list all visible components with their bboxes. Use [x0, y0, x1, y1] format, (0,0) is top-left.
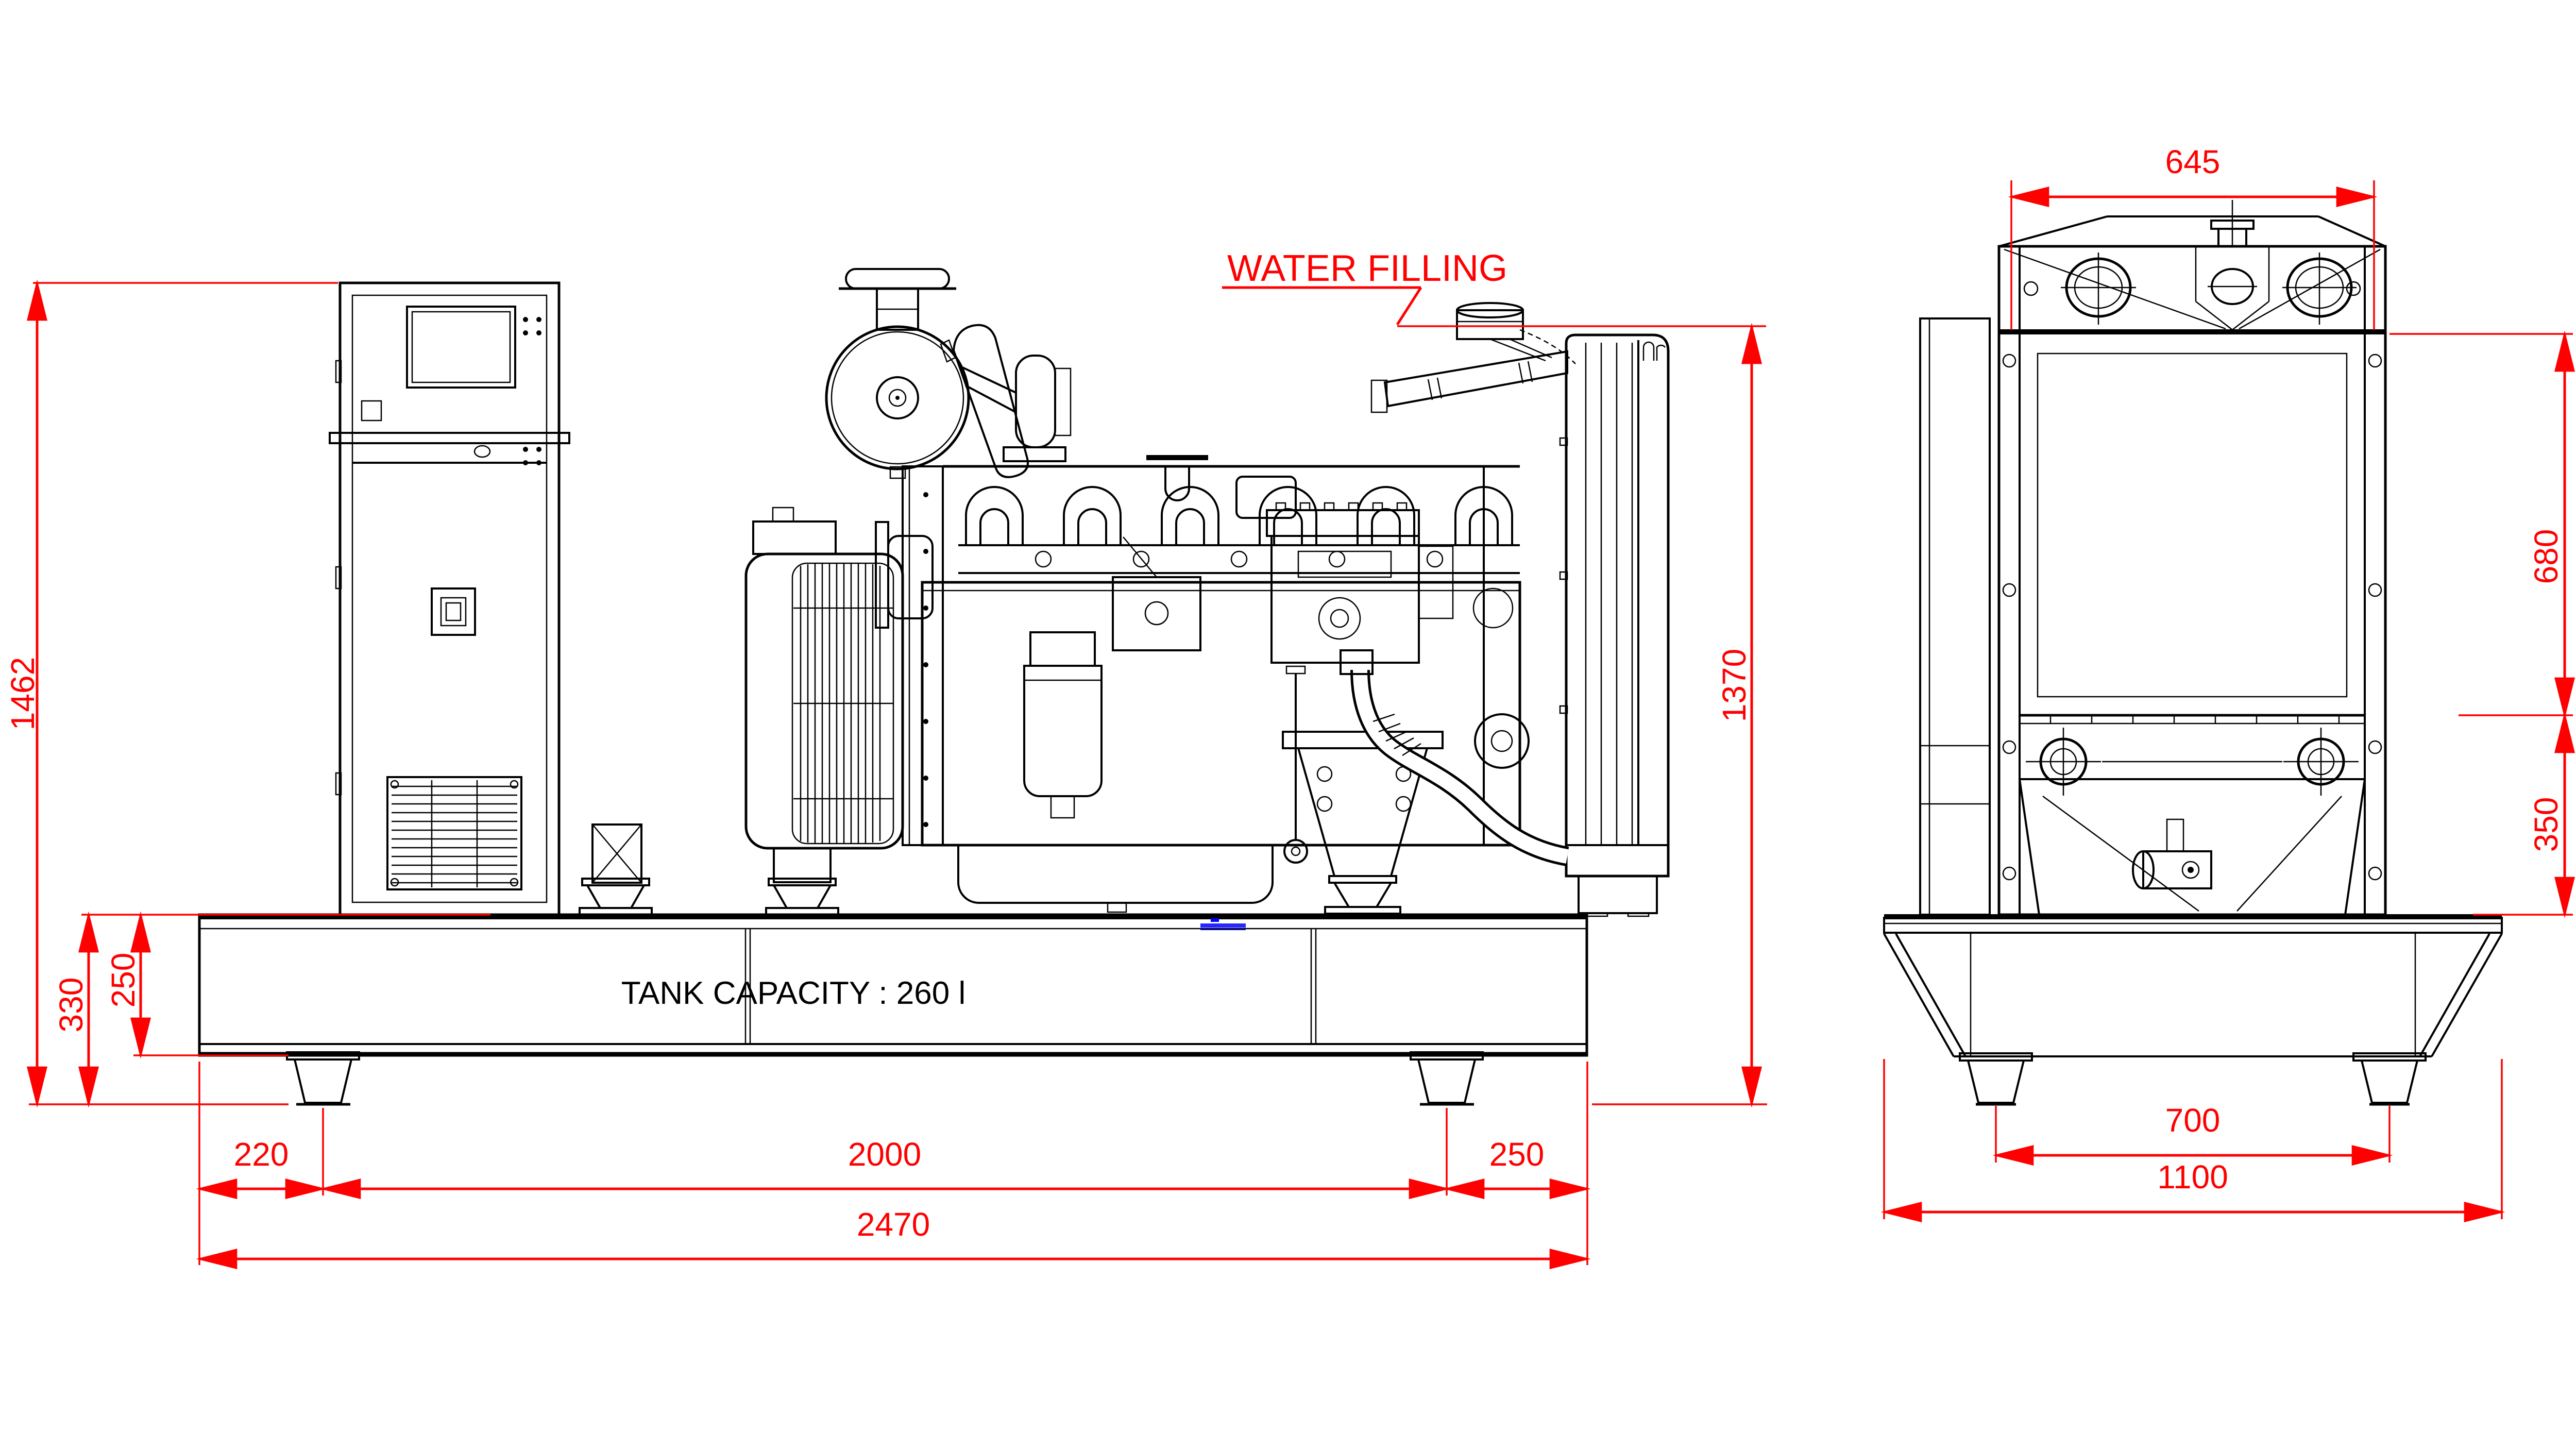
end-view [1883, 200, 2503, 1106]
fan-opening-left [2061, 253, 2136, 325]
engine-silhouette [1919, 317, 1991, 916]
air-cleaner [825, 268, 1016, 479]
watermark-illegible [1200, 918, 1246, 930]
terminal-box [752, 520, 837, 555]
lower-hose [1340, 649, 1569, 866]
dim-overall-width: 1100 [1880, 1059, 2505, 1222]
dim-tank-height: 250 [105, 911, 289, 1059]
door-handle [431, 587, 476, 636]
dim-overall-length: 2470 [196, 1206, 1591, 1269]
radiator-side [1340, 302, 1670, 917]
water-filling-label: WATER FILLING [1227, 248, 1507, 289]
vibration-mount-front [585, 884, 646, 909]
dim-label-645: 645 [2165, 143, 2221, 180]
dim-radiator-width: 645 [2008, 143, 2378, 330]
dim-lower-stand: 350 [2473, 712, 2575, 918]
base-end-view [1883, 914, 2503, 1106]
vibration-mount-alternator [772, 884, 833, 909]
alternator-grille [793, 563, 893, 844]
dim-end-feet-spacing: 700 [1992, 1102, 2393, 1166]
fan-opening-right [2282, 253, 2357, 325]
exhaust-pipe [952, 324, 1029, 478]
dim-overall-height: 1462 [4, 279, 338, 1108]
filler-neck-front [2195, 247, 2270, 330]
dim-label-1370: 1370 [1716, 649, 1753, 722]
base-fuel-tank: TANK CAPACITY : 260 l [198, 913, 1588, 1106]
right-foot [1410, 1051, 1484, 1106]
panel-display [406, 306, 516, 389]
dim-radiator-height: 1370 [1397, 323, 1767, 1108]
mount-hub-left [2026, 728, 2101, 796]
panel-bolts [523, 317, 541, 465]
dim-label-330: 330 [53, 978, 90, 1033]
dim-label-1100: 1100 [2157, 1158, 2228, 1196]
dim-core-height: 680 [2389, 330, 2575, 719]
side-view: TANK CAPACITY : 260 l [198, 268, 1670, 1106]
injection-pump [1266, 502, 1454, 664]
water-filler-cap [1456, 302, 1576, 364]
mount-hub-right [2283, 728, 2359, 796]
dim-label-220: 220 [234, 1136, 289, 1173]
dim-label-250-right: 250 [1489, 1136, 1545, 1173]
engine [875, 455, 1530, 915]
dim-label-250-left: 250 [105, 953, 142, 1008]
water-filling-note: WATER FILLING [1222, 248, 1507, 326]
rain-cap [845, 268, 950, 290]
fuel-filter [1023, 631, 1103, 819]
left-foot [286, 1051, 360, 1106]
end-left-foot [1959, 1052, 2033, 1106]
vibration-mount-engine [1332, 882, 1393, 908]
alternator [579, 507, 904, 916]
dimensions: 1462 330 250 220 2000 250 [4, 143, 2575, 1269]
panel-button [361, 400, 382, 422]
radiator-frame [1997, 200, 2387, 916]
louver-grille [386, 776, 522, 890]
drain-fitting [2132, 818, 2212, 889]
dipstick [1283, 665, 1308, 864]
dim-base-height: 330 [53, 911, 490, 1108]
exhaust-manifold [958, 486, 1520, 574]
dim-label-2470: 2470 [857, 1206, 930, 1243]
turbocharger [940, 324, 1072, 478]
dim-label-700: 700 [2165, 1102, 2221, 1139]
end-right-foot [2352, 1052, 2427, 1106]
dim-label-2000: 2000 [848, 1136, 921, 1173]
control-panel-cabinet [329, 281, 570, 916]
dim-label-1462: 1462 [4, 657, 41, 730]
dim-label-350: 350 [2528, 797, 2565, 852]
dim-bottom-row: 220 2000 250 [196, 1062, 1591, 1265]
dim-label-680: 680 [2528, 529, 2565, 584]
tank-capacity-label: TANK CAPACITY : 260 l [621, 975, 965, 1011]
